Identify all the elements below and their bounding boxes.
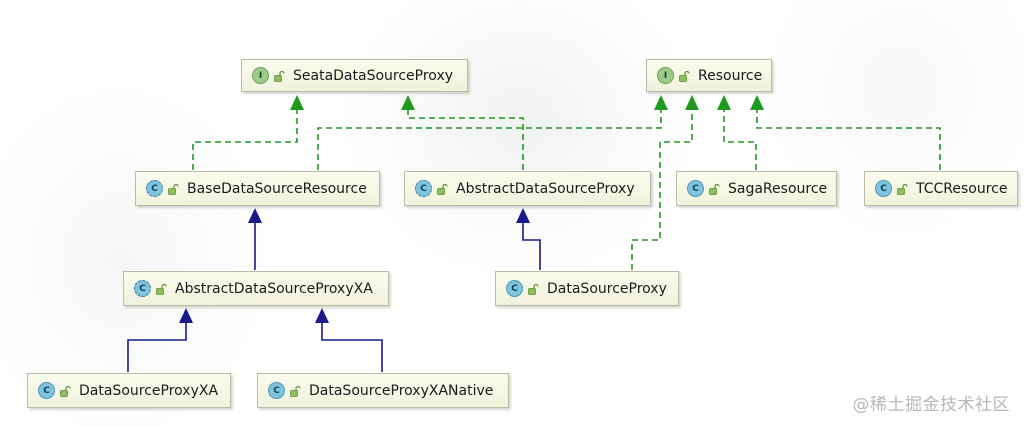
class-name: Resource: [698, 67, 763, 84]
unlock-icon: [897, 183, 908, 195]
class-name: BaseDataSourceResource: [187, 180, 367, 197]
arrowhead-abstract: [516, 208, 530, 223]
arrowhead-resource-2: [685, 95, 699, 110]
edge-dsproxy-to-abstract: [522, 222, 541, 270]
class-name: SeataDataSourceProxy: [293, 67, 454, 84]
class-name: DataSourceProxy: [547, 280, 667, 297]
edge-dsproxy-to-resource: [631, 108, 693, 270]
class-node-data-source-proxy-xa[interactable]: C DataSourceProxyXA: [27, 373, 231, 408]
interface-icon: I: [657, 67, 674, 84]
arrowhead-resource-4: [750, 95, 764, 110]
class-name: DataSourceProxyXANative: [309, 382, 494, 399]
class-node-abstract-data-source-proxy-xa[interactable]: C AbstractDataSourceProxyXA: [123, 271, 389, 306]
class-node-saga-resource[interactable]: C SagaResource: [676, 171, 837, 206]
interface-icon: I: [252, 67, 269, 84]
arrowhead-abstractxa-2: [315, 308, 329, 323]
class-node-abstract-data-source-proxy[interactable]: C AbstractDataSourceProxy: [404, 171, 651, 206]
unlock-icon: [528, 283, 539, 295]
abstract-class-icon: C: [146, 180, 163, 197]
edge-xanative-to-abstractxa: [321, 322, 383, 372]
edge-xa-to-abstractxa: [127, 322, 187, 372]
unlock-icon: [290, 385, 301, 397]
arrowhead-abstractxa-1: [179, 308, 193, 323]
edge-abstract-to-seata: [407, 108, 524, 170]
class-icon: C: [268, 382, 285, 399]
class-icon: C: [875, 180, 892, 197]
class-node-resource[interactable]: I Resource: [646, 59, 772, 92]
edge-saga-to-resource: [723, 108, 757, 170]
class-node-data-source-proxy[interactable]: C DataSourceProxy: [495, 271, 679, 306]
class-icon: C: [38, 382, 55, 399]
class-name: AbstractDataSourceProxyXA: [175, 280, 373, 297]
arrowhead-resource-3: [717, 95, 731, 110]
arrowhead-base: [248, 208, 262, 223]
edge-tcc-to-resource: [756, 108, 941, 170]
class-name: DataSourceProxyXA: [79, 382, 219, 399]
unlock-icon: [679, 70, 690, 82]
arrowhead-seata-1: [290, 95, 304, 110]
unlock-icon: [709, 183, 720, 195]
arrowhead-seata-2: [401, 95, 415, 110]
unlock-icon: [437, 183, 448, 195]
class-node-seata-data-source-proxy[interactable]: I SeataDataSourceProxy: [241, 59, 468, 92]
arrowhead-resource-1: [654, 95, 668, 110]
class-node-data-source-proxy-xa-native[interactable]: C DataSourceProxyXANative: [257, 373, 509, 408]
edge-base-to-seata: [192, 108, 298, 170]
unlock-icon: [156, 283, 167, 295]
class-name: SagaResource: [728, 180, 828, 197]
watermark: @稀土掘金技术社区: [852, 395, 1010, 415]
unlock-icon: [168, 183, 179, 195]
abstract-class-icon: C: [134, 280, 151, 297]
unlock-icon: [274, 70, 285, 82]
class-node-tcc-resource[interactable]: C TCCResource: [864, 171, 1018, 206]
class-icon: C: [687, 180, 704, 197]
abstract-class-icon: C: [415, 180, 432, 197]
unlock-icon: [60, 385, 71, 397]
class-name: AbstractDataSourceProxy: [456, 180, 635, 197]
class-node-base-data-source-resource[interactable]: C BaseDataSourceResource: [135, 171, 380, 206]
class-icon: C: [506, 280, 523, 297]
class-name: TCCResource: [916, 180, 1008, 197]
edge-base-to-resource: [317, 108, 662, 170]
